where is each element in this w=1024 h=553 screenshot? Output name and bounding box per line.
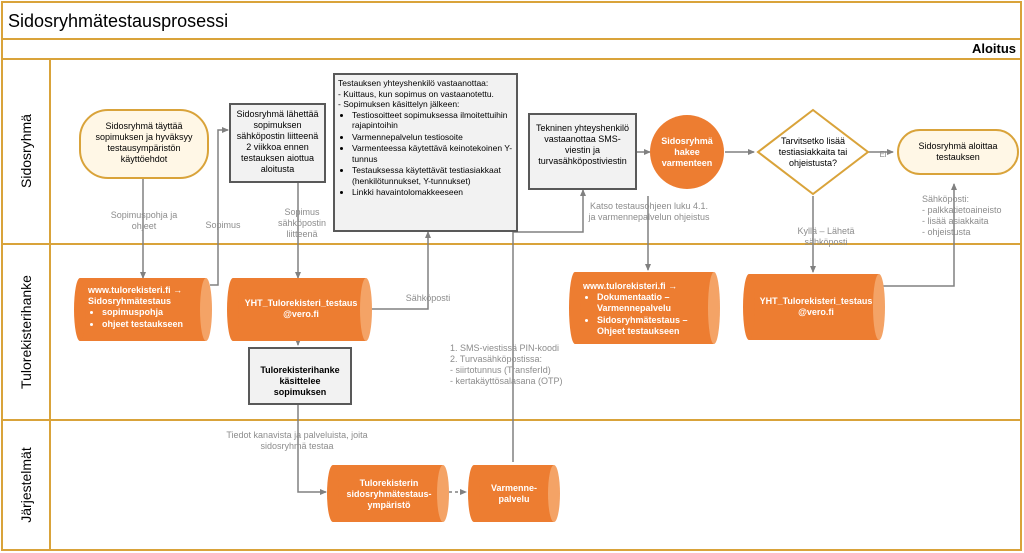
list-item: Testauksessa käytettävät testiasiakkaat … <box>352 165 515 186</box>
contact-receives-line2: - Kuittaus, kun sopimus on vastaanotettu… <box>338 88 494 99</box>
list-item: Sidosryhmätestaus – Ohjeet testaukseen <box>597 315 711 337</box>
process-contract-text: Tulorekisterihanke käsittelee sopimuksen <box>260 365 340 397</box>
technical-contact-text: Tekninen yhteyshenkilö vastaanottaa SMS-… <box>535 123 630 166</box>
contact-receives-box: Testauksen yhteyshenkilö vastaanottaa: -… <box>338 78 515 199</box>
start-terminator <box>79 109 209 179</box>
label-sopimus: Sopimus <box>205 220 241 230</box>
end-node-text: Sidosryhmä aloittaa testauksen <box>918 141 998 162</box>
lane-label-sidosryhma: Sidosryhmä <box>18 114 34 188</box>
datastore-line: Sidosryhmätestaus <box>88 296 172 306</box>
contact-receives-line3: - Sopimuksen käsittelyn jälkeen: <box>338 99 460 109</box>
decision-diamond <box>756 108 870 196</box>
list-item: Varmenteessa käytettävä keinotekoinen Y-… <box>352 143 515 164</box>
decision-text: Tarvitsetko lisää testiasiakkaita tai oh… <box>778 136 848 168</box>
process-box <box>229 103 326 183</box>
label-tiedot: Tiedot kanavista ja palveluista, joita s… <box>226 430 368 451</box>
label-sopimuspohja: Sopimuspohja ja ohjeet <box>110 210 178 231</box>
list-item: Testiosoitteet sopimuksessa ilmoitettuih… <box>352 110 515 131</box>
list-item: Dokumentaatio – Varmennepalvelu <box>597 292 711 314</box>
datastore-shape <box>569 272 720 344</box>
system-certservice-text: Varmenne-palvelu <box>490 483 538 504</box>
label-liitteena: Sopimus sähköpostin liitteenä <box>277 207 327 239</box>
datastore-email-text: YHT_Tulorekisteri_testaus @vero.fi <box>244 298 358 319</box>
system-shape <box>327 465 449 522</box>
event-circle <box>650 115 724 189</box>
datastore-docs-text: www.tulorekisteri.fi → Dokumentaatio – V… <box>583 281 711 338</box>
label-katso: Katso testausohjeen luku 4.1. ja varmenn… <box>588 201 710 222</box>
label-ei: Ei <box>879 150 887 159</box>
list-item: sopimuspohja <box>102 307 206 318</box>
contact-receives-line1: Testauksen yhteyshenkilö vastaanottaa: <box>338 78 489 88</box>
system-shape <box>468 465 560 522</box>
get-certificate-text: Sidosryhmä hakee varmenteen <box>661 136 713 168</box>
system-testenv-text: Tulorekisterin sidosryhmätestaus-ympäris… <box>346 478 432 510</box>
process-box <box>333 73 518 232</box>
process-box <box>528 113 637 190</box>
lane-label-tulorekisterihanke: Tulorekisterihanke <box>18 275 34 389</box>
page-title: Sidosryhmätestausprosessi <box>8 11 229 31</box>
list-item: ohjeet testaukseen <box>102 319 206 330</box>
datastore-line: www.tulorekisteri.fi → <box>88 285 183 295</box>
list-item: Varmennepalvelun testiosoite <box>352 132 515 143</box>
datastore-shape <box>227 278 372 341</box>
contact-receives-list: Testiosoitteet sopimuksessa ilmoitettuih… <box>338 110 515 198</box>
list-item: Linkki havaintolomakkeeseen <box>352 187 515 198</box>
datastore-list: sopimuspohja ohjeet testaukseen <box>88 307 206 330</box>
end-terminator <box>897 129 1019 175</box>
datastore-email2-text: YHT_Tulorekisteri_testaus @vero.fi <box>759 296 873 317</box>
label-sahkoposti-list: Sähköposti: - palkkatietoaineisto - lisä… <box>922 194 1002 237</box>
datastore-shape <box>743 274 885 340</box>
datastore-line: www.tulorekisteri.fi → <box>583 281 678 291</box>
start-node-text: Sidosryhmä täyttää sopimuksen ja hyväksy… <box>95 121 193 164</box>
lane-label-jarjestelmat: Järjestelmät <box>18 447 34 523</box>
process-box <box>248 347 352 405</box>
datastore-website-text: www.tulorekisteri.fi → Sidosryhmätestaus… <box>88 285 206 331</box>
label-sahkoposti: Sähköposti <box>405 293 451 303</box>
datastore-list: Dokumentaatio – Varmennepalvelu Sidosryh… <box>583 292 711 337</box>
label-kylla: Kyllä – Lähetä sähköposti <box>797 226 855 247</box>
header-right-label: Aloitus <box>971 41 1016 56</box>
datastore-shape <box>74 278 212 341</box>
send-contract-text: Sidosryhmä lähettää sopimuksen sähköpost… <box>236 109 319 174</box>
label-sms: 1. SMS-viestissä PIN-koodi 2. Turvasähkö… <box>450 343 563 386</box>
